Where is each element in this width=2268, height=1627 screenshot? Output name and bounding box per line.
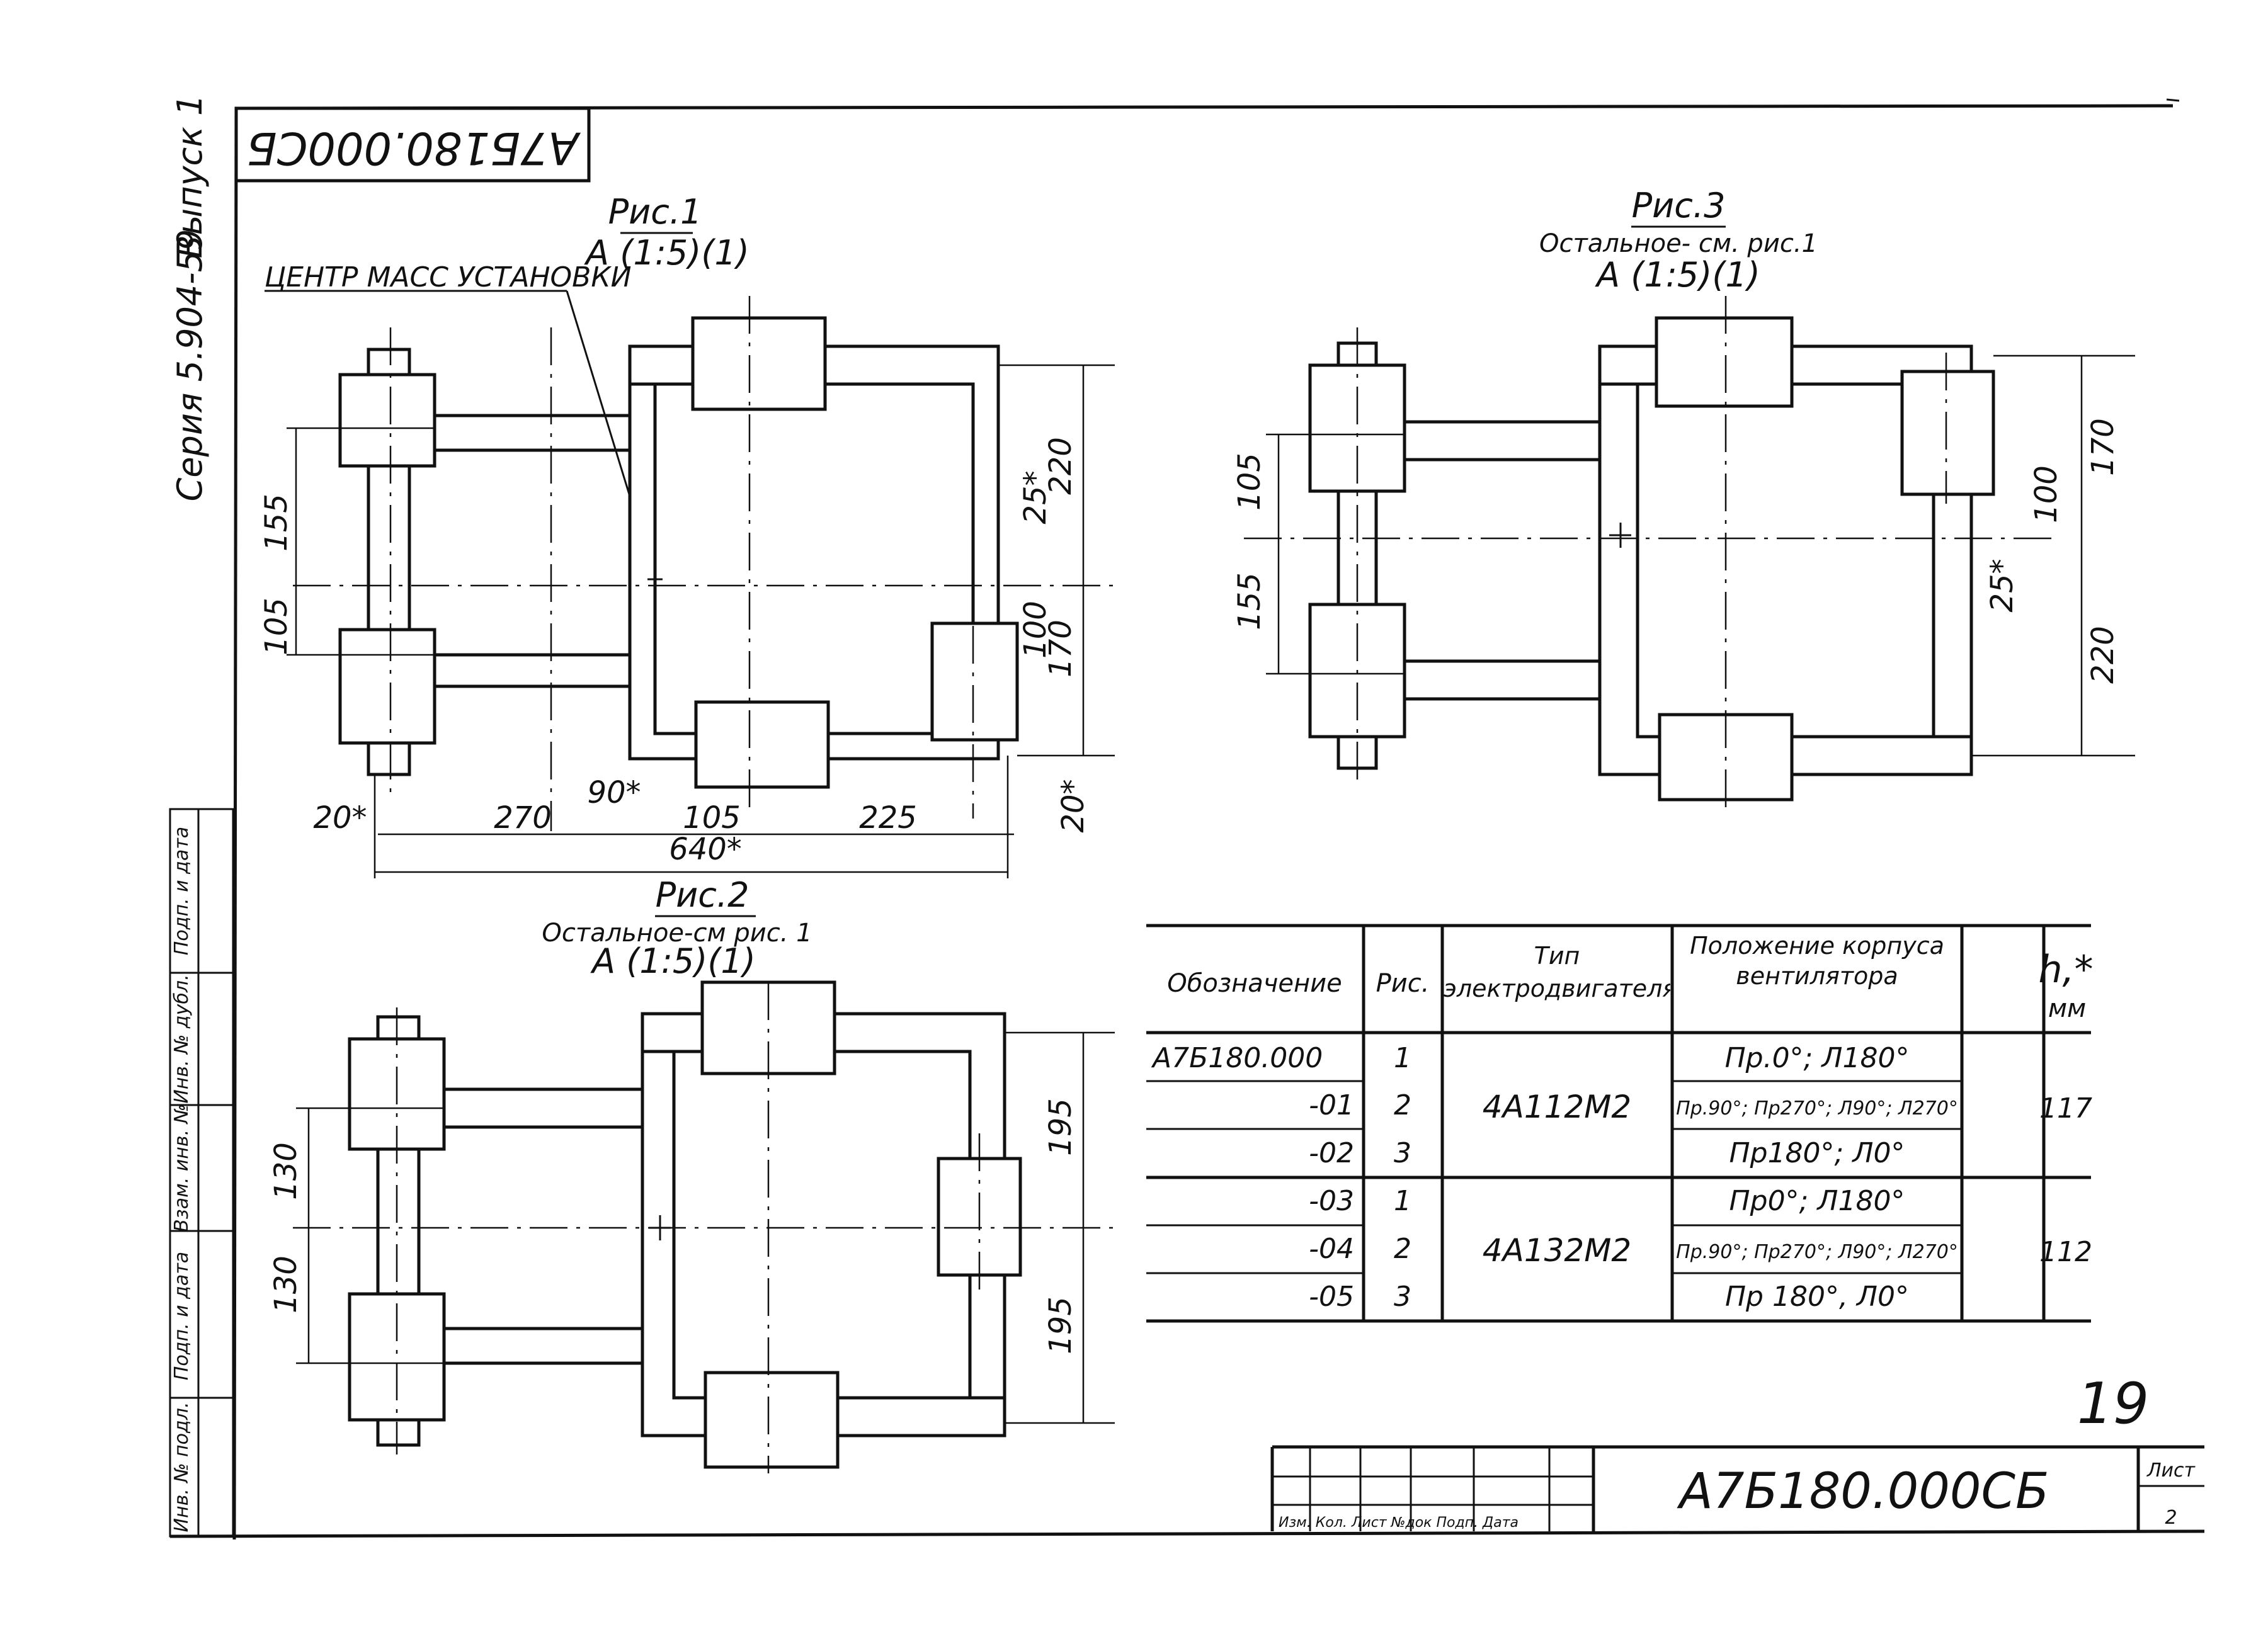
table-row: -03 1 Пр0°; Л180° xyxy=(1309,1185,1905,1217)
row4-designation: -04 xyxy=(1309,1233,1354,1265)
fig1-dim-25: 25* xyxy=(1018,470,1053,524)
fig1-view: А (1:5)(1) xyxy=(584,233,749,273)
fig3-view: А (1:5)(1) xyxy=(1595,255,1760,295)
side-stamp-4: Подп. и дата xyxy=(171,1252,193,1380)
row5-position: Пр 180°, Л0° xyxy=(1725,1281,1909,1313)
fig1-title: Рис.1 xyxy=(608,192,702,232)
title-block-code: А7Б180.000СБ xyxy=(1676,1463,2049,1520)
fig2-dim-130b: 130 xyxy=(268,1256,304,1313)
col-designation: Обозначение xyxy=(1167,969,1342,998)
fig1-dim-220: 220 xyxy=(1043,437,1078,495)
spec-table: Обозначение Рис. Тип электродвигателя По… xyxy=(1146,924,2094,1323)
fig1-dim-225: 225 xyxy=(859,800,917,836)
fig3-dim-25: 25* xyxy=(1985,558,2020,612)
fig2-note: Остальное-см рис. 1 xyxy=(542,919,812,948)
sheet-number: 2 xyxy=(2165,1507,2177,1529)
row0-fig: 1 xyxy=(1394,1042,1411,1074)
sheet-label: Лист xyxy=(2146,1460,2196,1482)
fig3-dim-100: 100 xyxy=(2029,465,2064,523)
col-fig: Рис. xyxy=(1376,969,1430,998)
col-h: h,* xyxy=(2038,948,2093,992)
fig1-dim-100: 100 xyxy=(1018,601,1053,659)
col-motor: Тип электродвигателя xyxy=(1444,942,1670,1002)
row1-position: Пр.90°; Пр270°; Л90°; Л270° xyxy=(1676,1097,1958,1120)
document-code-stamp: А7Б180.000СБ xyxy=(234,106,591,183)
row0-designation: А7Б180.000 xyxy=(1151,1042,1323,1074)
table-row: -01 2 Пр.90°; Пр270°; Л90°; Л270° xyxy=(1309,1089,1958,1121)
fig1-dim-20r: 20* xyxy=(1056,779,1091,832)
fig1-callout: ЦЕНТР МАСС УСТАНОВКИ xyxy=(265,261,632,293)
row1-designation: -01 xyxy=(1309,1089,1354,1121)
table-row: -05 3 Пр 180°, Л0° xyxy=(1309,1281,1909,1313)
fig1-dim-105b: 105 xyxy=(683,800,741,836)
side-stamp-5: Инв. № подл. xyxy=(171,1402,193,1533)
fig2-dim-195a: 195 xyxy=(1043,1098,1078,1156)
fig2-dim-195b: 195 xyxy=(1043,1296,1078,1354)
figure-3: Рис.3 Остальное- см. рис.1 А (1:5)(1) 10… xyxy=(1232,186,2135,812)
figure-1: Рис.1 А (1:5)(1) ЦЕНТР МАСС УСТАНОВКИ xyxy=(259,192,1115,878)
sheet-frame xyxy=(169,98,2205,1540)
title-block-cols: Изм. Кол. Лист №док Подп. Дата xyxy=(1279,1515,1519,1531)
fig2-view: А (1:5)(1) xyxy=(590,941,756,981)
fig1-dim-20l: 20* xyxy=(313,800,367,836)
side-stamp-1: Подп. и дата xyxy=(171,827,193,955)
row2-designation: -02 xyxy=(1309,1137,1354,1169)
fig1-dim-270: 270 xyxy=(494,800,552,836)
row5-fig: 3 xyxy=(1394,1281,1411,1313)
fig3-dim-170: 170 xyxy=(2085,418,2121,476)
fig3-dim-105: 105 xyxy=(1232,453,1267,511)
group1-motor: 4А112М2 xyxy=(1483,1089,1631,1125)
fig1-dim-640: 640* xyxy=(669,832,742,867)
page-number: 19 xyxy=(2077,1371,2150,1437)
col-h-unit: мм xyxy=(2048,994,2086,1023)
side-stamp-2: Инв. № дубл. xyxy=(171,974,193,1103)
row2-fig: 3 xyxy=(1394,1137,1411,1169)
row3-fig: 1 xyxy=(1394,1185,1411,1217)
table-row: -02 3 Пр180°; Л0° xyxy=(1309,1137,1905,1169)
col-position: Положение корпуса вентилятора xyxy=(1690,932,1944,990)
table-row: А7Б180.000 1 Пр.0°; Л180° xyxy=(1151,1042,1909,1074)
fig3-dim-220: 220 xyxy=(2085,626,2121,684)
table-row: -04 2 Пр.90°; Пр270°; Л90°; Л270° xyxy=(1309,1233,1958,1265)
row0-position: Пр.0°; Л180° xyxy=(1725,1042,1910,1074)
group2-motor: 4А132М2 xyxy=(1483,1232,1631,1269)
fig3-title: Рис.3 xyxy=(1632,186,1726,225)
row5-designation: -05 xyxy=(1309,1281,1354,1313)
group1-h: 117 xyxy=(2039,1092,2092,1125)
fig1-dim-170: 170 xyxy=(1043,620,1078,677)
fig1-dim-90: 90* xyxy=(587,775,641,810)
figure-2: Рис.2 Остальное-см рис. 1 А (1:5)(1) 130… xyxy=(268,875,1115,1473)
series-label: Серия 5.904-59 xyxy=(170,229,210,502)
fig1-dim-105: 105 xyxy=(259,598,294,655)
side-stamp-3: Взам. инв. № xyxy=(171,1104,193,1232)
row1-fig: 2 xyxy=(1394,1089,1411,1121)
fig1-dim-155: 155 xyxy=(259,494,294,552)
row3-position: Пр0°; Л180° xyxy=(1729,1185,1905,1217)
title-block: Изм. Кол. Лист №док Подп. Дата А7Б180.00… xyxy=(1270,1445,2204,1531)
stamp-code: А7Б180.000СБ xyxy=(247,122,581,174)
fig2-title: Рис.2 xyxy=(656,875,749,915)
row4-position: Пр.90°; Пр270°; Л90°; Л270° xyxy=(1676,1241,1958,1263)
fig3-note: Остальное- см. рис.1 xyxy=(1539,229,1818,258)
issue-label: Выпуск 1 xyxy=(170,94,210,259)
group2-h: 112 xyxy=(2039,1236,2092,1268)
fig3-dim-155: 155 xyxy=(1232,572,1267,630)
row2-position: Пр180°; Л0° xyxy=(1729,1137,1905,1169)
fig2-dim-130a: 130 xyxy=(268,1142,304,1200)
side-stamp: Подп. и дата Инв. № дубл. Взам. инв. № П… xyxy=(169,808,234,1538)
row4-fig: 2 xyxy=(1394,1233,1411,1265)
row3-designation: -03 xyxy=(1309,1185,1354,1217)
